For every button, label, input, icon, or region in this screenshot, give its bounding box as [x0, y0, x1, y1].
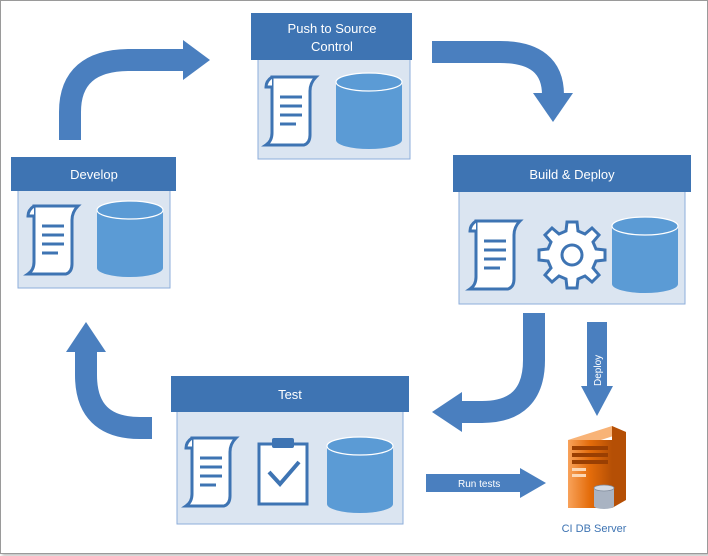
- push-label-line2: Control: [311, 39, 353, 54]
- develop-label: Develop: [70, 167, 118, 182]
- stage-build-and-deploy: [453, 155, 691, 305]
- test-label: Test: [278, 387, 302, 402]
- arrow-push-to-build: [432, 41, 573, 122]
- server-label: CI DB Server: [562, 523, 627, 535]
- arrow-develop-to-push: [59, 40, 210, 140]
- database-icon: [611, 216, 679, 293]
- run-tests-label: Run tests: [458, 479, 500, 490]
- clipboard-check-icon: [257, 438, 309, 506]
- stage-test: [171, 376, 409, 525]
- gear-icon: [537, 220, 607, 290]
- arrow-test-to-develop: [66, 322, 152, 439]
- arrow-deploy: [581, 322, 613, 416]
- document-icon: [261, 75, 320, 147]
- deploy-label: Deploy: [593, 355, 604, 386]
- arrow-build-to-test: [432, 313, 545, 432]
- push-label-line1: Push to Source: [288, 21, 377, 36]
- server-icon: [568, 426, 626, 509]
- database-icon: [335, 72, 403, 149]
- build-label: Build & Deploy: [529, 167, 615, 182]
- arrow-run-tests: [426, 468, 546, 498]
- database-icon: [326, 436, 394, 513]
- database-icon: [96, 200, 164, 277]
- stage-push-to-source-control: [251, 13, 412, 160]
- stage-develop: [11, 157, 176, 289]
- document-icon: [181, 436, 240, 508]
- document-icon: [23, 204, 82, 276]
- document-icon: [465, 219, 524, 291]
